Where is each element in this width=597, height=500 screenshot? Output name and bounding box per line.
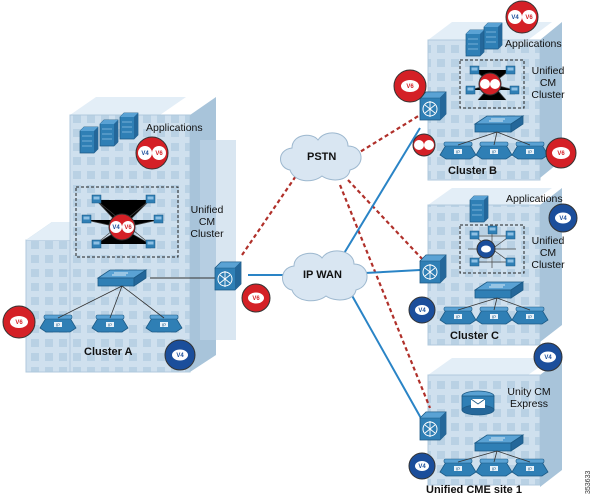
cluster-c-cm-cluster-label: Unified CM Cluster: [531, 235, 565, 271]
svg-text:V6: V6: [406, 84, 414, 90]
svg-text:V4: V4: [176, 353, 184, 359]
cluster-b-label: Cluster B: [448, 165, 497, 177]
pstn-label: PSTN: [307, 151, 337, 163]
cluster-a-router: [214, 261, 242, 291]
cluster-a-applications-label: Applications: [146, 122, 203, 134]
svg-text:V6: V6: [252, 296, 260, 302]
figure-id: 353633: [585, 470, 592, 494]
cme-router: [419, 411, 447, 441]
wan-links: [150, 127, 423, 421]
svg-text:V4: V4: [544, 355, 552, 361]
cluster-c-phones: [439, 297, 549, 325]
voicemail-icon: [461, 390, 495, 416]
svg-text:V4: V4: [418, 464, 426, 470]
cluster-b-applications-label: Applications: [505, 38, 562, 50]
v4-badges: V4 V4 V4 V4 V4: [164, 203, 578, 480]
cme-phones: [439, 450, 549, 477]
cluster-a-cm-cluster-label: Unified CM Cluster: [190, 204, 224, 240]
svg-text:V6: V6: [525, 15, 533, 21]
svg-text:V6: V6: [15, 320, 23, 326]
cluster-c-label: Cluster C: [450, 330, 499, 342]
svg-text:V4: V4: [112, 225, 120, 231]
svg-text:V4: V4: [559, 216, 567, 222]
pstn-links: [241, 114, 432, 409]
cluster-b-cm-cluster-label: Unified CM Cluster: [531, 65, 565, 101]
svg-text:V6: V6: [155, 151, 163, 157]
cluster-a-phones: [39, 285, 183, 333]
svg-text:V4: V4: [418, 308, 426, 314]
cluster-b-phones: [439, 131, 549, 160]
ip-wan-cloud: [282, 250, 368, 302]
cme-site-label: Unified CME site 1: [426, 484, 522, 496]
ip-wan-label: IP WAN: [303, 269, 342, 281]
cluster-a-label: Cluster A: [84, 346, 133, 358]
svg-text:V4: V4: [141, 151, 149, 157]
cluster-b-router: [419, 91, 447, 121]
cluster-c-applications-label: Applications: [506, 193, 563, 205]
unity-cm-express-label: Unity CM Express: [507, 386, 551, 410]
svg-text:V4: V4: [511, 15, 519, 21]
pstn-cloud: [280, 132, 362, 182]
svg-text:V6: V6: [124, 225, 132, 231]
cluster-c-servers: [469, 195, 489, 223]
cluster-c-router: [419, 254, 447, 284]
svg-text:V6: V6: [557, 151, 565, 157]
